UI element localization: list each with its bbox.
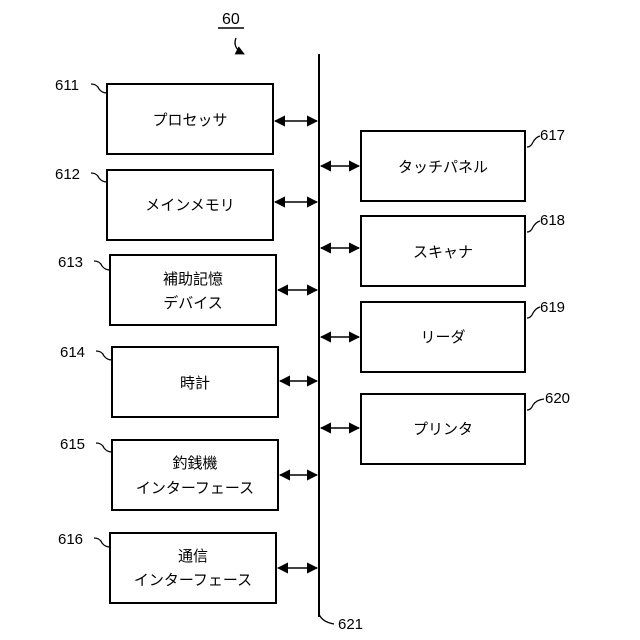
component-label: メインメモリ [145,196,235,214]
component-ref-number: 612 [55,166,80,183]
leader-line [96,351,112,360]
component-ref-number: 618 [540,212,565,229]
component-reader: リーダ 619 [321,299,565,372]
component-ref-number: 616 [58,531,83,548]
component-label: 時計 [180,374,210,392]
component-processor: プロセッサ 611 [55,77,317,154]
component-auxiliary-storage: 補助記憶 デバイス 613 [58,254,317,325]
leader-line [527,307,540,318]
component-ref-number: 615 [60,436,85,453]
component-printer: プリンタ 620 [321,390,570,464]
component-scanner: スキャナ 618 [321,212,565,286]
component-label-line-2: デバイス [163,294,223,312]
component-touch-panel: タッチパネル 617 [321,127,565,201]
component-label-line-1: 補助記憶 [163,270,223,288]
component-label: スキャナ [413,243,473,261]
component-box [110,255,276,325]
component-label-line-2: インターフェース [136,479,254,497]
component-label: プロセッサ [152,111,227,129]
component-ref-number: 617 [540,127,565,144]
component-label-line-1: 通信 [178,547,208,565]
component-label-line-1: 釣銭機 [172,454,217,472]
component-main-memory: メインメモリ 612 [55,166,317,240]
component-ref-number: 620 [545,390,570,407]
leader-line [527,399,544,410]
component-label: タッチパネル [398,158,488,176]
leader-line [96,443,112,452]
component-change-machine-interface: 釣銭機 インターフェース 615 [60,436,317,510]
component-clock: 時計 614 [60,344,317,417]
leader-line [527,221,540,232]
component-box [112,440,278,510]
leader-line [94,538,110,547]
leader-line [527,136,540,147]
component-ref-number: 611 [55,77,79,94]
component-communication-interface: 通信 インターフェース 616 [58,531,317,603]
component-label-line-2: インターフェース [134,571,252,589]
component-ref-number: 619 [540,299,565,316]
component-ref-number: 613 [58,254,83,271]
leader-line [94,261,110,270]
component-label: リーダ [420,328,465,346]
leader-line [91,84,107,93]
leader-line [91,173,107,182]
figure-label: 60 [218,11,244,54]
component-label: プリンタ [413,420,473,438]
bus-leader-line [319,614,334,624]
figure-arrow [235,38,244,54]
bus-ref-number: 621 [338,616,363,633]
figure-number: 60 [222,11,240,28]
component-box [110,533,276,603]
component-ref-number: 614 [60,344,85,361]
